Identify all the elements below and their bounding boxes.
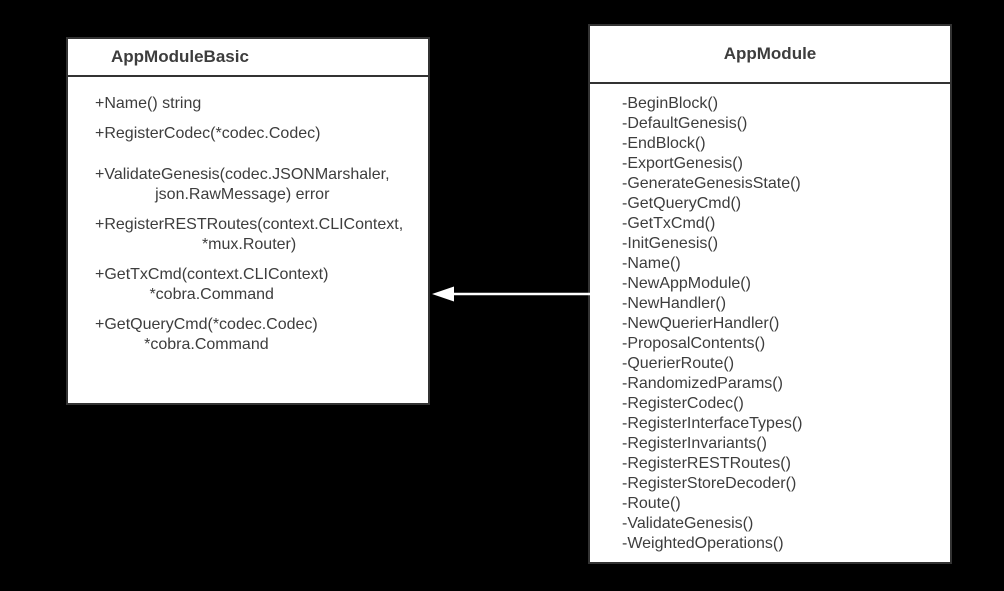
method-text: +RegisterCodec(*codec.Codec) bbox=[95, 125, 321, 142]
method-item: +ValidateGenesis(codec.JSONMarshaler, js… bbox=[95, 165, 420, 205]
class-box-appmodulebasic: AppModuleBasic +Name() string +RegisterC… bbox=[66, 37, 430, 405]
method-item: -RegisterInvariants() bbox=[622, 434, 942, 454]
method-text: -QuerierRoute() bbox=[622, 355, 735, 372]
method-item: -WeightedOperations() bbox=[622, 534, 942, 554]
method-text: -RegisterCodec() bbox=[622, 395, 744, 412]
method-text: -GetQueryCmd() bbox=[622, 195, 742, 212]
method-text: -Name() bbox=[622, 255, 681, 272]
class-title: AppModule bbox=[723, 44, 817, 63]
method-item: -Route() bbox=[622, 494, 942, 514]
method-text: -EndBlock() bbox=[622, 135, 706, 152]
method-item: -RegisterCodec() bbox=[622, 394, 942, 414]
method-item: +GetTxCmd(context.CLIContext) *cobra.Com… bbox=[95, 265, 420, 305]
method-list-appmodule: -BeginBlock() -DefaultGenesis() -EndBloc… bbox=[590, 84, 950, 554]
method-text: -RegisterStoreDecoder() bbox=[622, 475, 797, 492]
method-item: -NewHandler() bbox=[622, 294, 942, 314]
method-item: -GetTxCmd() bbox=[622, 214, 942, 234]
method-text: +ValidateGenesis(codec.JSONMarshaler, js… bbox=[95, 166, 390, 203]
method-item: +GetQueryCmd(*codec.Codec) *cobra.Comman… bbox=[95, 315, 420, 355]
method-item: -DefaultGenesis() bbox=[622, 114, 942, 134]
method-text: +Name() string bbox=[95, 95, 202, 112]
method-item: -RegisterRESTRoutes() bbox=[622, 454, 942, 474]
method-text: -RandomizedParams() bbox=[622, 375, 783, 392]
method-item: +RegisterCodec(*codec.Codec) bbox=[95, 124, 420, 144]
method-item: -ProposalContents() bbox=[622, 334, 942, 354]
method-text: -DefaultGenesis() bbox=[622, 115, 748, 132]
method-text: -RegisterInterfaceTypes() bbox=[622, 415, 803, 432]
method-item: -BeginBlock() bbox=[622, 94, 942, 114]
method-item: -RegisterInterfaceTypes() bbox=[622, 414, 942, 434]
method-text: +GetQueryCmd(*codec.Codec) *cobra.Comman… bbox=[95, 316, 318, 353]
method-text: -BeginBlock() bbox=[622, 95, 719, 112]
method-item: -NewQuerierHandler() bbox=[622, 314, 942, 334]
method-text: -ExportGenesis() bbox=[622, 155, 743, 172]
class-title: AppModuleBasic bbox=[111, 47, 249, 66]
method-text: -GetTxCmd() bbox=[622, 215, 716, 232]
method-text: +GetTxCmd(context.CLIContext) *cobra.Com… bbox=[95, 266, 329, 303]
method-text: -ProposalContents() bbox=[622, 335, 766, 352]
method-item: -EndBlock() bbox=[622, 134, 942, 154]
method-text: -RegisterInvariants() bbox=[622, 435, 767, 452]
method-item: +RegisterRESTRoutes(context.CLIContext, … bbox=[95, 215, 420, 255]
class-header-appmodule: AppModule bbox=[590, 26, 950, 84]
method-text: -Route() bbox=[622, 495, 681, 512]
method-item: -InitGenesis() bbox=[622, 234, 942, 254]
method-text: -GenerateGenesisState() bbox=[622, 175, 801, 192]
method-text: -NewQuerierHandler() bbox=[622, 315, 780, 332]
method-item: -QuerierRoute() bbox=[622, 354, 942, 374]
method-text: -ValidateGenesis() bbox=[622, 515, 754, 532]
relationship-arrow-icon bbox=[432, 286, 590, 302]
method-item: -GetQueryCmd() bbox=[622, 194, 942, 214]
class-header-appmodulebasic: AppModuleBasic bbox=[68, 39, 428, 77]
method-text: -WeightedOperations() bbox=[622, 535, 784, 552]
method-item: -RandomizedParams() bbox=[622, 374, 942, 394]
method-item: -ValidateGenesis() bbox=[622, 514, 942, 534]
method-item: -GenerateGenesisState() bbox=[622, 174, 942, 194]
method-text: +RegisterRESTRoutes(context.CLIContext, … bbox=[95, 216, 404, 253]
method-list-appmodulebasic: +Name() string +RegisterCodec(*codec.Cod… bbox=[68, 77, 428, 355]
method-item: +Name() string bbox=[95, 94, 420, 114]
method-text: -InitGenesis() bbox=[622, 235, 719, 252]
method-text: -NewAppModule() bbox=[622, 275, 751, 292]
method-text: -NewHandler() bbox=[622, 295, 727, 312]
method-text: -RegisterRESTRoutes() bbox=[622, 455, 791, 472]
method-item: -Name() bbox=[622, 254, 942, 274]
class-box-appmodule: AppModule -BeginBlock() -DefaultGenesis(… bbox=[588, 24, 952, 564]
method-item: -ExportGenesis() bbox=[622, 154, 942, 174]
method-item: -NewAppModule() bbox=[622, 274, 942, 294]
method-item: -RegisterStoreDecoder() bbox=[622, 474, 942, 494]
